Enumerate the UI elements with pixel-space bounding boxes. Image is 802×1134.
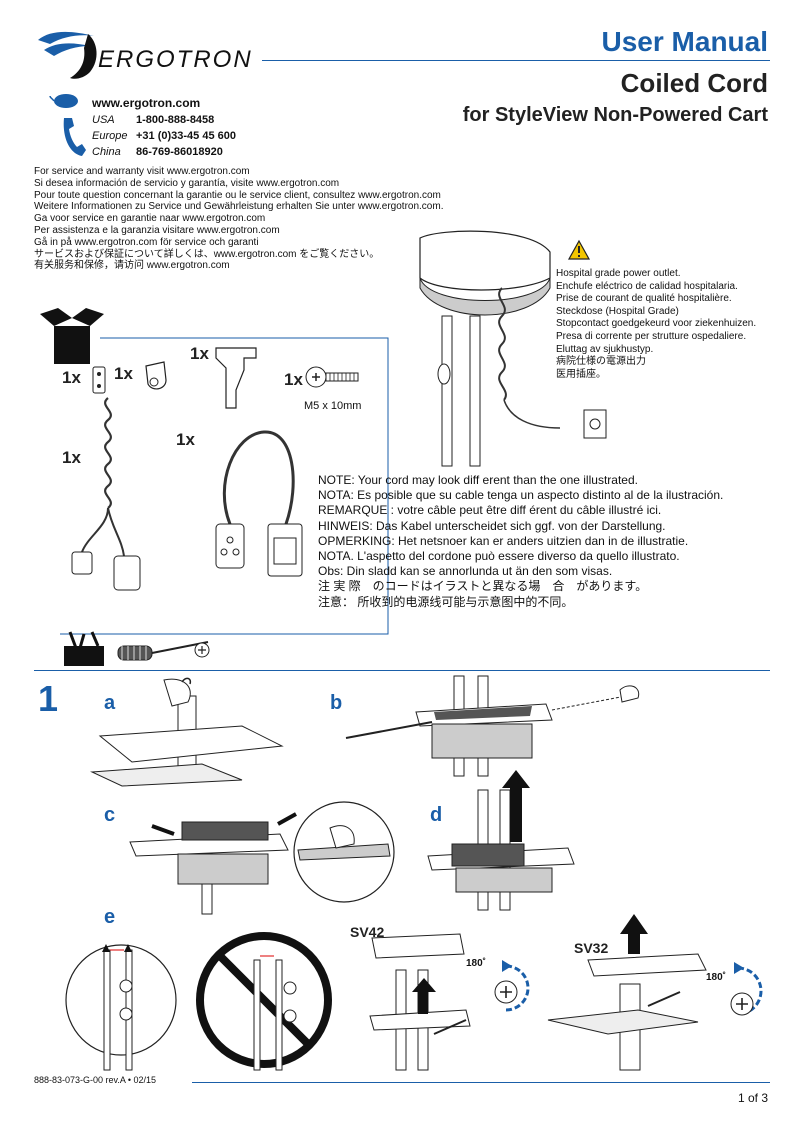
website-link[interactable]: www.ergotron.com (92, 96, 201, 110)
title-divider (262, 60, 770, 61)
parts-box-frame (60, 337, 389, 635)
service-line: Pour toute question concernant la garant… (34, 189, 441, 201)
region-label: Europe (92, 130, 128, 142)
cart-outlet-illustration (419, 230, 607, 467)
step-e-wrong-illustration (196, 932, 332, 1071)
region-label: China (92, 146, 121, 158)
section-divider (34, 670, 770, 671)
step-label-e: e (104, 906, 116, 928)
step-label-c: c (104, 804, 116, 826)
product-name: Coiled Cord (620, 68, 768, 98)
qty-label: 1x (284, 370, 303, 389)
product-subtitle: for StyleView Non-Powered Cart (462, 104, 768, 126)
rotation-label-sv42: 180˚ (466, 958, 487, 969)
warning-line: Steckdose (Hospital Grade) (556, 305, 679, 317)
note-line: REMARQUE : votre câble peut être diff ér… (318, 503, 662, 518)
note-line: HINWEIS: Das Kabel unterscheidet sich gg… (318, 518, 666, 533)
model-label-sv32: SV32 (574, 940, 609, 956)
service-line: 有关服务和保修，请访问 www.ergotron.com (34, 260, 230, 272)
warning-line: Hospital grade power outlet. (556, 268, 681, 279)
service-text-block: For service and warranty visit www.ergot… (34, 166, 454, 272)
step-c-illustration (129, 801, 395, 915)
warning-line: 医用插座。 (556, 368, 606, 380)
note-line: OPMERKING: Het netsnoer kan er anders ui… (318, 533, 689, 548)
step-e-correct-illustration (65, 944, 177, 1071)
service-line: Per assistenza e la garanzia visitare ww… (34, 224, 280, 236)
step-e-sv32-illustration (547, 914, 763, 1071)
note-line: Obs: Din sladd kan se annorlunda ut än d… (318, 564, 613, 579)
step-number: 1 (38, 678, 59, 719)
mouse-icon (49, 94, 78, 108)
phone-icon (63, 118, 86, 156)
note-line: 注意： 所收到的电源线可能与示意图中的不同。 (318, 594, 574, 609)
cord-clip-icon (145, 361, 167, 390)
warning-line: Eluttag av sjukhustyp. (556, 343, 654, 355)
service-line: サービスおよび保証について詳しくは、www.ergotron.com をご覧くだ… (34, 248, 380, 260)
note-line: 注 実 際 のコードはイラストと異なる場 合 があります。 (318, 579, 648, 594)
step-d-illustration (427, 770, 575, 911)
outlet-warning-text: Hospital grade power outlet. Enchufe elé… (556, 268, 786, 381)
ergotron-logo-icon (38, 31, 97, 79)
hanger-hook-icon (215, 347, 257, 409)
cord-appearance-notes: NOTE: Your cord may look diff erent than… (318, 473, 778, 610)
service-line: Ga voor service en garantie naar www.erg… (34, 213, 266, 225)
phillips-head-icon (194, 642, 210, 658)
service-line: For service and warranty visit www.ergot… (34, 166, 250, 177)
note-line: NOTA: Es posible que su cable tenga un a… (318, 488, 724, 503)
bracket-plate-icon (92, 366, 106, 394)
step-a-illustration (90, 677, 284, 787)
brand-logo-text: ERGOTRON (98, 46, 253, 73)
document-code: 888-83-073-G-00 rev.A • 02/15 (34, 1075, 157, 1085)
step-label-b: b (330, 692, 343, 714)
service-line: Weitere Informationen zu Service und Gew… (34, 201, 444, 213)
document-title: User Manual (601, 26, 769, 57)
qty-label: 1x (176, 430, 195, 449)
coiled-cord-icon (71, 397, 141, 591)
step-label-a: a (104, 692, 116, 714)
screw-icon (305, 366, 359, 388)
qty-label: 1x (62, 448, 81, 467)
warning-line: Prise de courant de qualité hospitalière… (556, 293, 732, 305)
qty-label: 1x (190, 344, 209, 363)
warning-triangle-icon (567, 239, 591, 260)
phone-number: +31 (0)33-45 45 600 (136, 130, 236, 142)
power-cord-jumper-icon (215, 430, 303, 577)
qty-label: 1x (62, 368, 81, 387)
phone-number: 1-800-888-8458 (136, 114, 215, 126)
box-icon (40, 308, 104, 364)
step-e-sv42-illustration (369, 933, 530, 1071)
model-label-sv42: SV42 (350, 924, 385, 940)
note-line: NOTA. L'aspetto del cordone può essere d… (318, 549, 680, 564)
step-label-d: d (430, 804, 443, 826)
page-number: 1 of 3 (737, 1091, 768, 1105)
warning-line: Enchufe eléctrico de calidad hospitalari… (556, 280, 738, 292)
warning-line: 病院仕様の電源出力 (556, 356, 646, 368)
warning-line: Presa di corrente per strutture ospedali… (556, 330, 747, 342)
step-b-illustration (345, 675, 640, 777)
phone-row-usa: USA 1-800-888-8458 (92, 114, 214, 126)
region-label: USA (92, 114, 115, 126)
phone-row-china: China 86-769-86018920 (92, 146, 223, 158)
service-line: Si desea información de servicio y garan… (34, 177, 340, 189)
warning-line: Stopcontact goedgekeurd voor ziekenhuize… (556, 318, 757, 330)
rotation-label-sv32: 180˚ (706, 972, 727, 983)
service-line: Gå in på www.ergotron.com för service oc… (34, 236, 259, 248)
toolbox-icon (64, 631, 104, 666)
note-line: NOTE: Your cord may look diff erent than… (318, 473, 638, 487)
phone-row-europe: Europe +31 (0)33-45 45 600 (92, 130, 236, 142)
footer-divider (192, 1082, 770, 1083)
phone-number: 86-769-86018920 (136, 146, 223, 158)
screw-size-label: M5 x 10mm (304, 400, 362, 412)
qty-label: 1x (114, 364, 133, 383)
